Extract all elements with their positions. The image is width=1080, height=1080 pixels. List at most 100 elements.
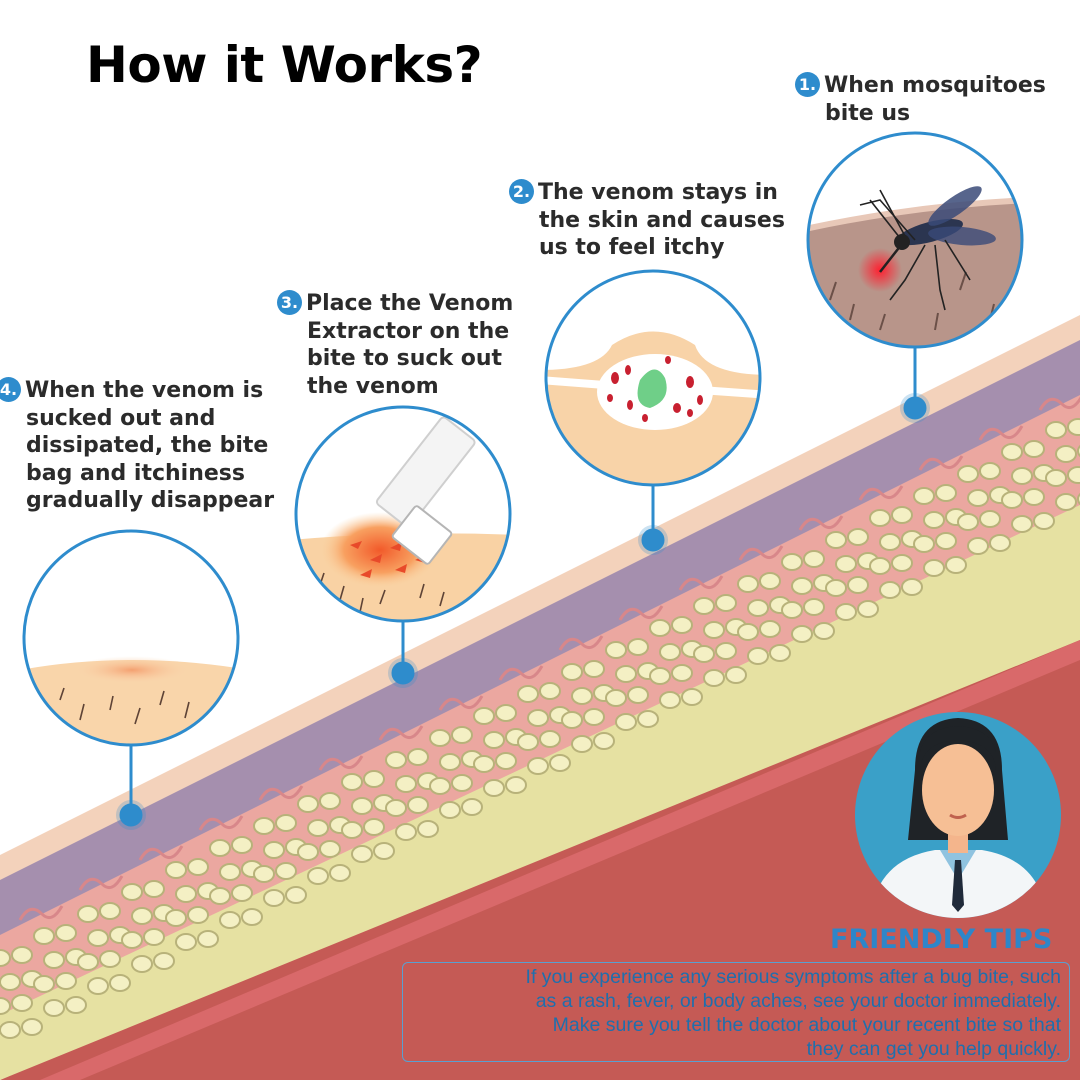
fat-cell [1011,467,1033,485]
fat-cell [847,528,869,546]
fat-cell [979,462,1001,480]
step-4-line-5: gradually disappear [26,488,275,513]
fat-cell [0,1021,21,1039]
fat-cell [275,814,297,832]
fat-cell [1055,493,1077,511]
step-2-line-3: us to feel itchy [539,235,725,260]
fat-cell [385,799,407,817]
fat-cell [737,623,759,641]
step-connectors [116,347,930,830]
fat-cell [385,751,407,769]
fat-cell [175,885,197,903]
fat-cell [143,880,165,898]
dermis-fiber [78,875,124,891]
fat-cell [703,669,725,687]
fat-cell [187,906,209,924]
dermis-fiber [498,665,544,681]
fat-cell [583,660,605,678]
fat-cell [505,776,527,794]
fat-cell [659,643,681,661]
dermis-fiber [258,785,304,801]
fat-cell [175,933,197,951]
fat-cell [319,840,341,858]
fat-cell [99,902,121,920]
fat-cell [693,597,715,615]
fat-cell [21,1018,43,1036]
fat-cell [725,666,747,684]
fat-cell [373,842,395,860]
fat-cell [715,594,737,612]
fat-cell [781,601,803,619]
step-3-illustration [294,405,512,623]
fat-cell [703,621,725,639]
fat-cell [913,535,935,553]
step-3-number-badge: 3. [277,290,302,315]
fat-cell [143,928,165,946]
fat-cell [253,865,275,883]
connector-dot-1 [903,396,927,420]
fat-cell [209,839,231,857]
fat-cell [407,796,429,814]
fat-cell [769,644,791,662]
fat-cell [715,642,737,660]
fat-cell [285,886,307,904]
fat-cell [483,779,505,797]
step-2-line-1: The venom stays in [538,180,778,205]
fat-cell [571,735,593,753]
step-3-line-4: the venom [307,373,439,399]
fat-cell [395,823,417,841]
fat-cell [605,689,627,707]
fat-cell [967,537,989,555]
fat-cell [77,953,99,971]
fat-cell [747,647,769,665]
dermis-fiber [18,905,64,921]
fat-cell [637,710,659,728]
fat-cell [231,836,253,854]
fat-cell [923,511,945,529]
fat-cell [121,883,143,901]
step-1-caption: 1.When mosquitoes bite us [795,72,1046,127]
fat-cell [627,638,649,656]
fat-cell [1023,440,1045,458]
fat-cell [561,711,583,729]
fat-cell [593,732,615,750]
fat-cell [165,861,187,879]
dermis-fiber [558,635,604,651]
dermis-fiber [618,605,664,621]
fat-cell [813,622,835,640]
fat-cell [55,924,77,942]
fat-cell [43,951,65,969]
fat-cell [187,858,209,876]
fat-cell [429,777,451,795]
fat-cell [1045,421,1067,439]
step-4-line-2: sucked out and [26,405,216,431]
fat-cell [671,664,693,682]
connector-dot-4 [119,803,143,827]
fat-cell [967,489,989,507]
step-1-illustration [806,131,1024,349]
dermis-fiber [978,425,1024,441]
fat-cell [11,994,33,1012]
fat-cell [473,755,495,773]
fat-cell [945,556,967,574]
fat-cell [473,707,495,725]
fat-cell [957,513,979,531]
fat-cell [33,927,55,945]
fat-cell [583,708,605,726]
page-title: How it Works? [86,36,483,94]
fat-cell [219,863,241,881]
fat-cell [857,600,879,618]
fat-cell [527,709,549,727]
fat-cell [681,688,703,706]
fat-cell [253,817,275,835]
fat-cell [451,726,473,744]
fat-cell [43,999,65,1017]
fat-cell [363,770,385,788]
fat-cell [329,864,351,882]
fat-cell [1067,466,1080,484]
fat-cell [87,929,109,947]
fat-cell [835,603,857,621]
fat-cell [561,663,583,681]
fat-cell [439,801,461,819]
